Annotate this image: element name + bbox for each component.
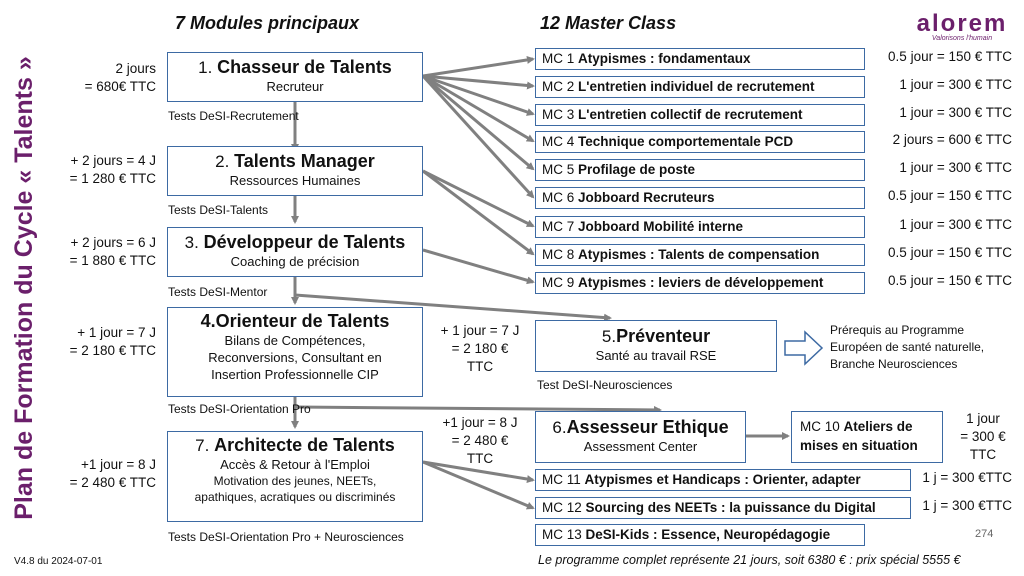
mc-10-price: 1 jour= 300 €TTC [960, 411, 1006, 462]
module-3-test: Tests DeSI-Mentor [168, 285, 268, 299]
module-7-box[interactable]: 7. Architecte de Talents Accès & Retour … [167, 431, 423, 522]
mc-11[interactable]: MC 11 Atypismes et Handicaps : Orienter,… [535, 469, 911, 491]
module-2-price: + 2 jours = 4 J= 1 280 € TTC [69, 153, 156, 186]
module-3-price: + 2 jours = 6 J= 1 880 € TTC [69, 235, 156, 268]
mc-1[interactable]: MC 1 Atypismes : fondamentaux [535, 48, 865, 70]
preventeur-box[interactable]: 5.Préventeur Santé au travail RSE [535, 320, 777, 372]
module-4-price: + 1 jour = 7 J= 2 180 € TTC [69, 325, 156, 358]
alorem-logo: alorem Valorisons l'humain [916, 10, 1008, 42]
mc-10[interactable]: MC 10 Ateliers de mises en situation [791, 411, 943, 463]
mc-1-price: 0.5 jour = 150 € TTC [888, 49, 1012, 64]
mc-5-price: 1 jour = 300 € TTC [899, 160, 1012, 175]
mc-11-price: 1 j = 300 €TTC [922, 470, 1012, 485]
module-2-test: Tests DeSI-Talents [168, 203, 269, 217]
mc-3-price: 1 jour = 300 € TTC [899, 105, 1012, 120]
preventeur-price: + 1 jour = 7 J= 2 180 €TTC [440, 323, 520, 374]
module-4-box[interactable]: 4.Orienteur de Talents Bilans de Compéte… [167, 307, 423, 397]
mc-8[interactable]: MC 8 Atypismes : Talents de compensation [535, 244, 865, 266]
assesseur-box[interactable]: 6.Assesseur Ethique Assessment Center [535, 411, 746, 463]
mc-2[interactable]: MC 2 L'entretien individuel de recruteme… [535, 76, 865, 98]
mc-9-price: 0.5 jour = 150 € TTC [888, 273, 1012, 288]
preventeur-test: Test DeSI-Neurosciences [537, 378, 673, 392]
mc-8-price: 0.5 jour = 150 € TTC [888, 245, 1012, 260]
mc-header: 12 Master Class [540, 13, 677, 33]
module-1-box[interactable]: 1. Chasseur de Talents Recruteur [167, 52, 423, 102]
mc-12-price: 1 j = 300 €TTC [922, 498, 1012, 513]
page-number: 274 [975, 528, 994, 540]
mc-5[interactable]: MC 5 Profilage de poste [535, 159, 865, 181]
footer-summary: Le programme complet représente 21 jours… [538, 553, 961, 567]
mc-7-price: 1 jour = 300 € TTC [899, 217, 1012, 232]
mc-6-price: 0.5 jour = 150 € TTC [888, 188, 1012, 203]
mc-6[interactable]: MC 6 Jobboard Recruteurs [535, 187, 865, 209]
mc-7[interactable]: MC 7 Jobboard Mobilité interne [535, 216, 865, 238]
modules-header: 7 Modules principaux [175, 13, 360, 33]
module-7-test: Tests DeSI-Orientation Pro + Neuroscienc… [168, 530, 404, 544]
assesseur-price: +1 jour = 8 J= 2 480 €TTC [442, 415, 518, 466]
mc-12[interactable]: MC 12 Sourcing des NEETs : la puissance … [535, 497, 911, 519]
side-title: Plan de Formation du Cycle « Talents » [10, 56, 38, 520]
module-3-box[interactable]: 3. Développeur de Talents Coaching de pr… [167, 227, 423, 277]
module-2-box[interactable]: 2. Talents Manager Ressources Humaines [167, 146, 423, 196]
prerequisite-arrow-icon [784, 330, 824, 366]
module-7-price: +1 jour = 8 J= 2 480 € TTC [69, 457, 156, 490]
mc-2-price: 1 jour = 300 € TTC [899, 77, 1012, 92]
mc-3[interactable]: MC 3 L'entretien collectif de recrutemen… [535, 104, 865, 126]
mc-13[interactable]: MC 13 DeSI-Kids : Essence, Neuropédagogi… [535, 524, 865, 546]
module-1-price: 2 jours= 680€ TTC [84, 61, 156, 94]
mc-4-price: 2 jours = 600 € TTC [892, 132, 1012, 147]
version-label: V4.8 du 2024-07-01 [14, 556, 103, 567]
mc-4[interactable]: MC 4 Technique comportementale PCD [535, 131, 865, 153]
module-4-test: Tests DeSI-Orientation Pro [168, 402, 311, 416]
mc-9[interactable]: MC 9 Atypismes : leviers de développemen… [535, 272, 865, 294]
module-1-test: Tests DeSI-Recrutement [168, 109, 299, 123]
